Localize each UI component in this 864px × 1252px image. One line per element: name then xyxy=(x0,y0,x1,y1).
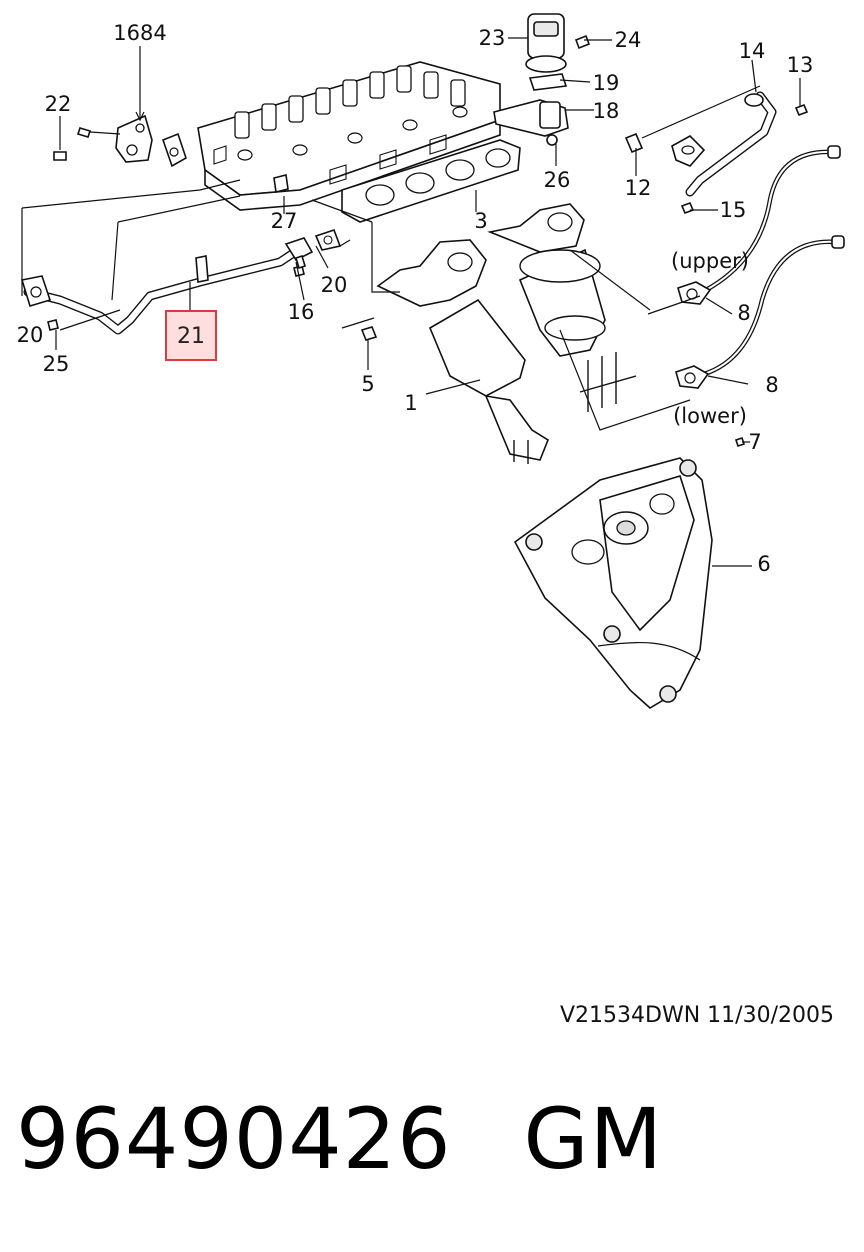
callout-15: 15 xyxy=(720,198,747,222)
callout-8-lower: 8 xyxy=(765,373,778,397)
callout-23: 23 xyxy=(479,26,506,50)
callout-labels: 1684 22 27 3 23 24 19 18 26 12 14 13 15 … xyxy=(17,21,814,576)
callout-8-upper: 8 xyxy=(737,301,750,325)
callout-1: 1 xyxy=(404,391,417,415)
part-number-line: 96490426 GM xyxy=(16,1090,663,1188)
callout-3: 3 xyxy=(474,209,487,233)
leader-lines xyxy=(21,37,801,567)
callout-7: 7 xyxy=(748,430,761,454)
callout-13: 13 xyxy=(787,53,814,77)
callout-22: 22 xyxy=(45,92,72,116)
callout-12: 12 xyxy=(625,176,652,200)
callout-1684: 1684 xyxy=(113,21,166,45)
sensor-label-lower: (lower) xyxy=(673,404,747,428)
callout-14: 14 xyxy=(739,39,766,63)
oxygen-sensor-upper xyxy=(677,145,841,305)
callout-5: 5 xyxy=(361,372,374,396)
egr-pipe xyxy=(624,91,809,215)
callout-25: 25 xyxy=(43,352,70,376)
callout-19: 19 xyxy=(593,71,620,95)
egr-valve xyxy=(493,13,591,146)
drawing-reference: V21534DWN 11/30/2005 xyxy=(560,1003,834,1028)
callout-16: 16 xyxy=(288,300,315,324)
callout-21-highlight: 21 xyxy=(165,310,217,361)
fasteners xyxy=(273,174,378,341)
callout-24: 24 xyxy=(615,28,642,52)
sensor-label-upper: (upper) xyxy=(671,249,749,273)
heat-shield xyxy=(513,436,746,709)
exhaust-manifold-converter xyxy=(376,203,637,464)
egr-adapter-1684 xyxy=(53,114,187,168)
callout-20-center: 20 xyxy=(321,273,348,297)
callout-6: 6 xyxy=(757,552,770,576)
brand-name: GM xyxy=(523,1090,664,1188)
callout-26: 26 xyxy=(544,168,571,192)
cylinder-head xyxy=(197,61,501,211)
oxygen-sensor-lower xyxy=(675,235,845,389)
callout-18: 18 xyxy=(593,99,620,123)
egr-tube-21 xyxy=(20,228,342,335)
part-number: 96490426 xyxy=(16,1090,452,1188)
callout-21-label: 21 xyxy=(177,324,205,349)
callout-20-left: 20 xyxy=(17,323,44,347)
callout-27: 27 xyxy=(271,209,298,233)
exploded-parts-diagram: 21 1684 22 27 3 23 24 19 18 26 12 14 13 … xyxy=(17,13,845,709)
manifold-gasket xyxy=(341,139,521,223)
